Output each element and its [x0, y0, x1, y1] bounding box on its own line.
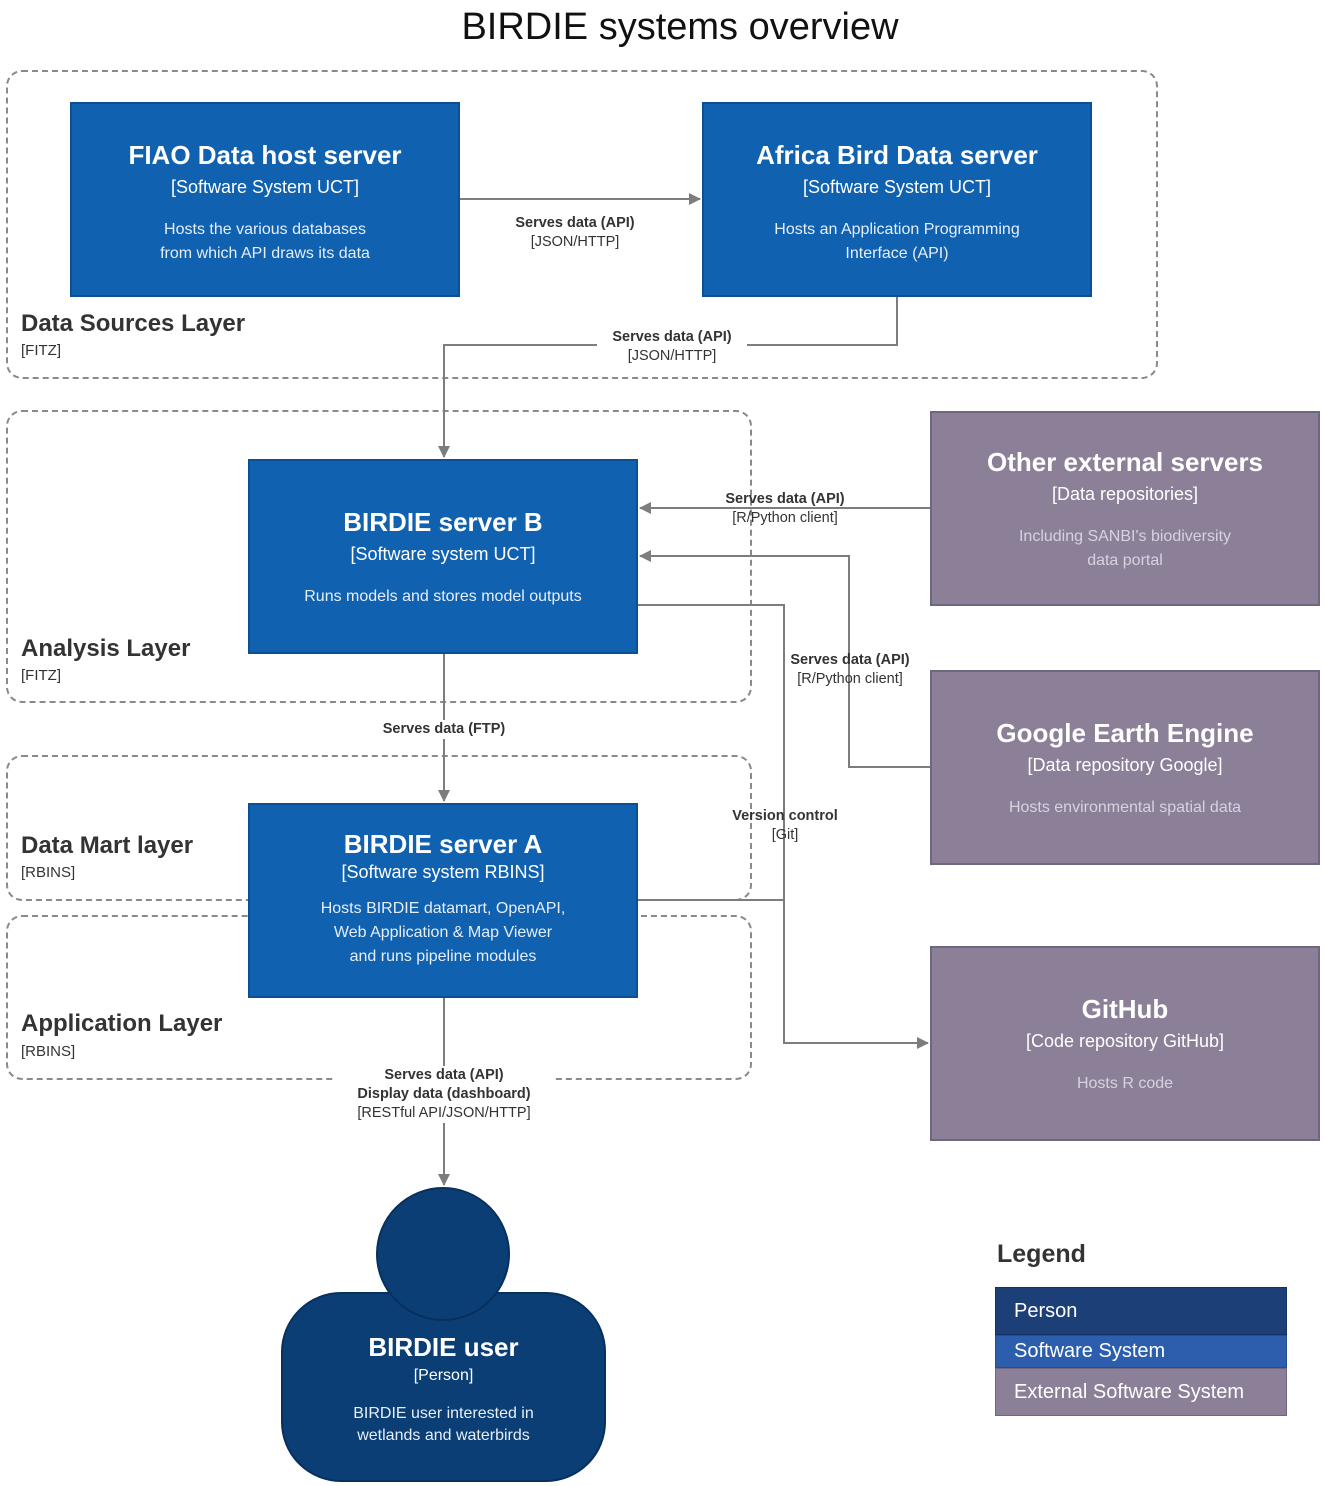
- data-sources-layer-tag: [FITZ]: [21, 342, 61, 359]
- edge-gee-b-label: Serves data (API): [790, 652, 910, 668]
- server-a-type: [Software system RBINS]: [341, 862, 545, 882]
- data-sources-layer-name: Data Sources Layer: [21, 310, 246, 337]
- other-ext-desc: Including SANBI's biodiversity data port…: [1018, 528, 1232, 569]
- user-desc: BIRDIE user interested in wetlands and w…: [353, 1405, 534, 1444]
- other-ext-type: [Data repositories]: [1051, 484, 1199, 504]
- server-b-type: [Software system UCT]: [350, 544, 536, 564]
- abd-type: [Software System UCT]: [802, 177, 992, 197]
- analysis-layer-name: Analysis Layer: [21, 635, 191, 662]
- birdie-server-a: BIRDIE server A [Software system RBINS] …: [248, 803, 638, 998]
- user-type: [Person]: [413, 1367, 474, 1384]
- abd-desc: Hosts an Application Programming Interfa…: [774, 221, 1020, 262]
- github: GitHub [Code repository GitHub] Hosts R …: [930, 946, 1320, 1141]
- server-a-name: BIRDIE server A: [343, 829, 543, 859]
- legend-title: Legend: [997, 1240, 1086, 1268]
- user-name: BIRDIE user: [368, 1332, 519, 1362]
- github-desc: Hosts R code: [1076, 1075, 1174, 1092]
- legend-item-person: Person: [995, 1287, 1287, 1335]
- birdie-server-b: BIRDIE server B [Software system UCT] Ru…: [248, 459, 638, 654]
- fiao-type: [Software System UCT]: [170, 177, 360, 197]
- edge-a-user-label1: Serves data (API): [384, 1067, 504, 1083]
- gee-desc: Hosts environmental spatial data: [1008, 799, 1242, 816]
- birdie-user-head: [376, 1187, 510, 1321]
- edge-label-other-b: Serves data (API) [R/Python client]: [710, 490, 860, 528]
- edge-label-a-user: Serves data (API) Display data (dashboar…: [334, 1066, 554, 1123]
- application-layer-tag: [RBINS]: [21, 1043, 76, 1060]
- edge-b-a-label: Serves data (FTP): [382, 721, 506, 737]
- edge-a-user-label2: Display data (dashboard): [357, 1086, 531, 1102]
- edge-version-control-label: Version control: [732, 808, 838, 824]
- edge-label-b-a: Serves data (FTP): [364, 720, 524, 739]
- edge-abd-b-tech: [JSON/HTTP]: [627, 348, 717, 364]
- edge-abd-to-b: [438, 297, 898, 458]
- fiao-data-host-server: FIAO Data host server [Software System U…: [70, 102, 460, 297]
- gee-name: Google Earth Engine: [996, 718, 1254, 748]
- edge-fiao-abd-label: Serves data (API): [515, 215, 635, 231]
- application-layer-name: Application Layer: [21, 1010, 223, 1037]
- birdie-user-body: BIRDIE user [Person] BIRDIE user interes…: [281, 1292, 606, 1482]
- data-mart-layer-tag: [RBINS]: [21, 864, 76, 881]
- legend-item-software-system: Software System: [995, 1335, 1287, 1368]
- analysis-layer-tag: [FITZ]: [21, 667, 61, 684]
- edge-gee-b-tech: [R/Python client]: [797, 671, 903, 687]
- edge-version-control: [638, 604, 929, 1049]
- server-b-name: BIRDIE server B: [343, 507, 543, 537]
- edge-a-user-tech: [RESTful API/JSON/HTTP]: [357, 1105, 531, 1121]
- edge-label-fiao-abd: Serves data (API) [JSON/HTTP]: [500, 214, 650, 252]
- edge-label-version-control: Version control [Git]: [720, 807, 850, 845]
- edge-version-control-tech: [Git]: [771, 827, 799, 843]
- fiao-desc: Hosts the various databases from which A…: [160, 221, 370, 262]
- edge-label-abd-b: Serves data (API) [JSON/HTTP]: [597, 328, 747, 366]
- data-sources-boundary: [6, 70, 1158, 379]
- edge-label-gee-b: Serves data (API) [R/Python client]: [775, 651, 925, 689]
- github-name: GitHub: [1081, 994, 1169, 1024]
- edge-abd-b-label: Serves data (API): [612, 329, 732, 345]
- diagram-title: BIRDIE systems overview: [461, 6, 899, 48]
- fiao-name: FIAO Data host server: [128, 140, 402, 170]
- other-ext-name: Other external servers: [986, 447, 1264, 477]
- server-b-desc: Runs models and stores model outputs: [304, 588, 582, 605]
- africa-bird-data-server: Africa Bird Data server [Software System…: [702, 102, 1092, 297]
- github-type: [Code repository GitHub]: [1025, 1031, 1225, 1051]
- data-mart-layer-name: Data Mart layer: [21, 832, 194, 859]
- edge-other-b-tech: [R/Python client]: [732, 510, 838, 526]
- legend-item-external-system: External Software System: [995, 1368, 1287, 1416]
- abd-name: Africa Bird Data server: [756, 140, 1038, 170]
- gee-type: [Data repository Google]: [1027, 755, 1223, 775]
- edge-other-b-label: Serves data (API): [725, 491, 845, 507]
- edge-fiao-abd-tech: [JSON/HTTP]: [530, 234, 620, 250]
- server-a-desc: Hosts BIRDIE datamart, OpenAPI, Web Appl…: [320, 900, 566, 965]
- google-earth-engine: Google Earth Engine [Data repository Goo…: [930, 670, 1320, 865]
- other-external-servers: Other external servers [Data repositorie…: [930, 411, 1320, 606]
- edge-gee-to-b: [639, 550, 930, 768]
